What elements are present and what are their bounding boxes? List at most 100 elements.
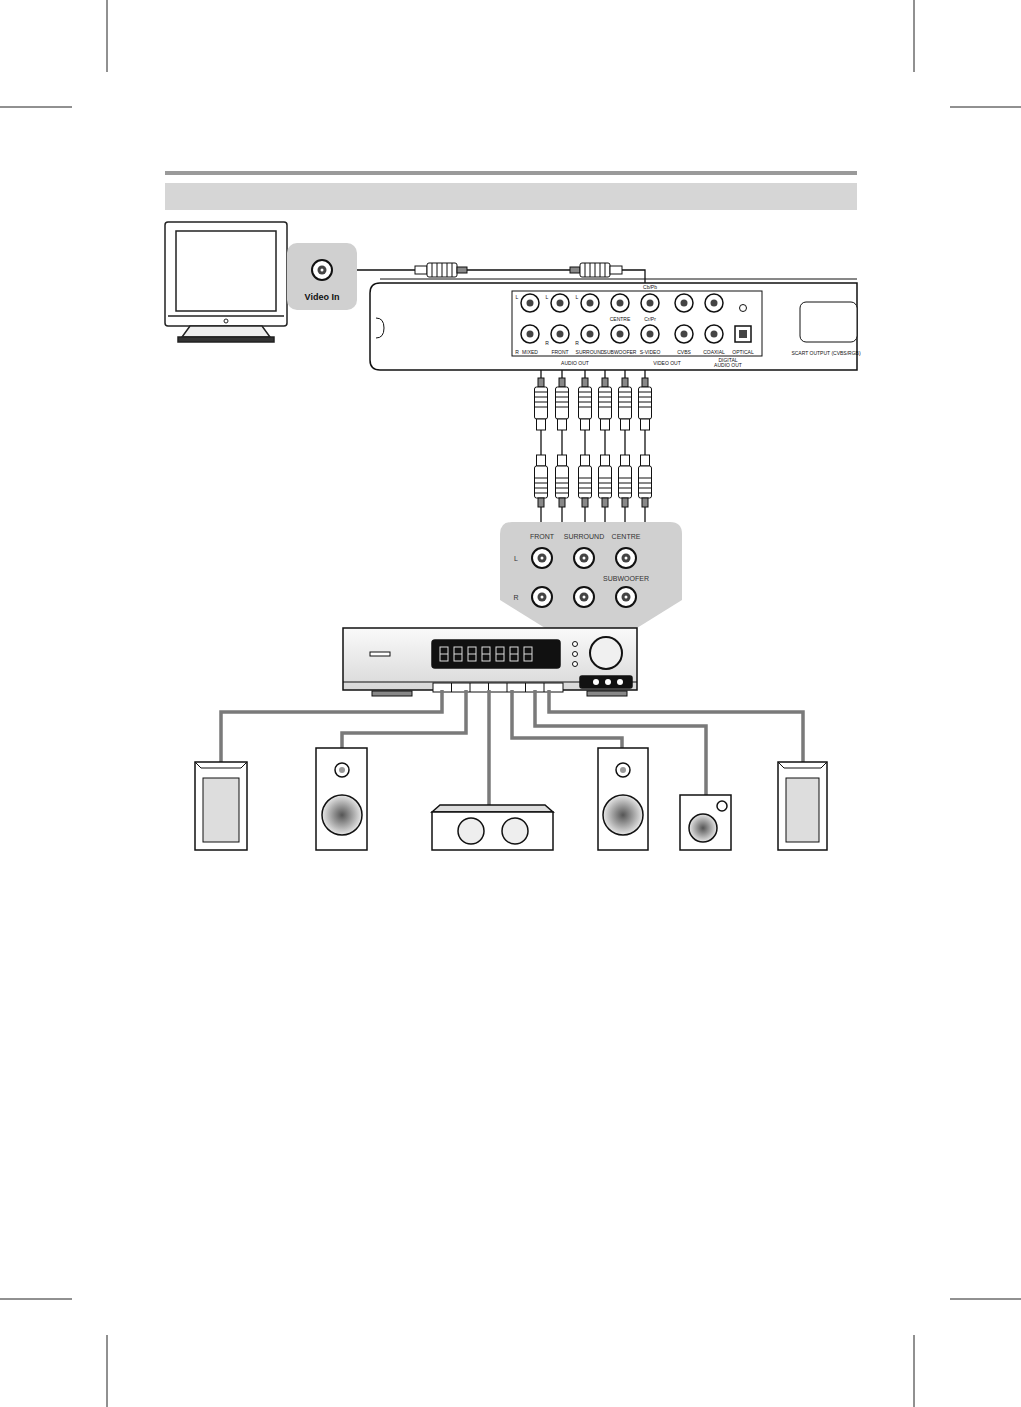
video-plug [585, 263, 586, 277]
crop-marks [0, 1299, 72, 1300]
amplifier [433, 683, 563, 692]
audio-plug [535, 493, 548, 494]
audio-plug [622, 378, 628, 387]
dvd-rear-panel [675, 325, 693, 343]
input-panel [622, 554, 631, 563]
audio-plug [556, 397, 569, 398]
input-panel [500, 522, 682, 628]
amplifier [454, 647, 462, 661]
audio-plug [622, 498, 628, 507]
video-plug [600, 263, 601, 277]
speakers [432, 812, 553, 850]
jack-label: FRONT [551, 350, 568, 355]
jack-label: SURROUND [576, 350, 605, 355]
dvd-rear-panel [587, 331, 594, 338]
amplifier [573, 662, 578, 667]
audio-plug [538, 498, 544, 507]
audio-plug [538, 378, 544, 387]
header-band [165, 171, 857, 210]
jack-label: L [546, 295, 549, 300]
speakers [620, 767, 626, 773]
amplifier [370, 652, 390, 656]
dvd-rear-panel [641, 294, 659, 312]
video-plug [605, 263, 606, 277]
audio-plug [556, 392, 569, 393]
crop-marks [914, 1335, 915, 1407]
input-panel [580, 593, 589, 602]
crop-marks [950, 1299, 1021, 1300]
jack-label: L [576, 295, 579, 300]
input-panel [622, 593, 631, 602]
dvd-rear-panel [557, 300, 564, 307]
dvd-rear-panel [587, 300, 594, 307]
video-plug [595, 263, 596, 277]
dvd-rear-panel [740, 305, 747, 312]
amplifier [510, 647, 518, 661]
video-plug [570, 267, 580, 273]
amplifier [587, 691, 627, 696]
audio-plug [581, 419, 590, 430]
callout-panel [318, 266, 327, 275]
crop-marks [950, 107, 1021, 108]
audio-plug [579, 466, 592, 498]
audio-plug [535, 392, 548, 393]
input-panel [574, 548, 594, 568]
audio-plug [619, 402, 632, 403]
video-plug [427, 263, 457, 277]
audio-plug [579, 493, 592, 494]
jack-label: SCART OUTPUT (CVBS/RGB) [791, 351, 860, 356]
speaker-wires [342, 690, 466, 748]
video-plug [437, 263, 438, 277]
amplifier [573, 652, 578, 657]
amplifier [525, 683, 526, 692]
jack-label: R [545, 341, 549, 346]
jack-label: CENTRE [612, 533, 641, 540]
audio-plug [639, 466, 652, 498]
jack-label: SURROUND [564, 533, 604, 540]
audio-plug [621, 419, 630, 430]
amplifier [440, 647, 448, 661]
dvd-rear-panel [641, 325, 659, 343]
audio-plug [639, 478, 652, 479]
dvd-rear-panel [551, 325, 569, 343]
crop-marks [107, 0, 108, 72]
speakers [598, 748, 648, 850]
jack-label: S-VIDEO [640, 350, 661, 355]
audio-plug [619, 478, 632, 479]
speakers [339, 767, 345, 773]
jack-label: CENTRE [610, 316, 631, 321]
input-panel [625, 557, 628, 560]
dvd-rear-panel [521, 325, 539, 343]
audio-plug [559, 378, 565, 387]
audio-plug [579, 392, 592, 393]
jack-label: AUDIO OUT [561, 361, 589, 366]
jack-label: FRONT [530, 533, 554, 540]
audio-plug [599, 493, 612, 494]
dvd-rear-panel [617, 300, 624, 307]
television [168, 315, 284, 317]
amplifier [468, 654, 476, 655]
rear-panel: LLLCb/PbCENTRECr/PrRRRMIXEDFRONTSURROUND… [370, 283, 857, 370]
audio-plug [602, 498, 608, 507]
audio-plug [556, 478, 569, 479]
callout-panel [287, 243, 357, 310]
video-plug [457, 267, 467, 273]
input-panel [538, 593, 547, 602]
audio-plug [602, 378, 608, 387]
dvd-rear-panel [705, 294, 723, 312]
audio-plug [579, 397, 592, 398]
input-panel [583, 596, 586, 599]
audio-plug [619, 387, 632, 419]
audio-plug [599, 397, 612, 398]
speakers [195, 762, 247, 850]
amplifier [343, 628, 637, 690]
audio-plug [601, 455, 610, 466]
audio-plug [639, 397, 652, 398]
dvd-rear-panel [512, 291, 762, 356]
audio-plug [556, 488, 569, 489]
jack-label: OPTICAL [732, 350, 753, 355]
video-plug [452, 263, 453, 277]
television [165, 222, 287, 326]
dvd-rear-panel [611, 325, 629, 343]
